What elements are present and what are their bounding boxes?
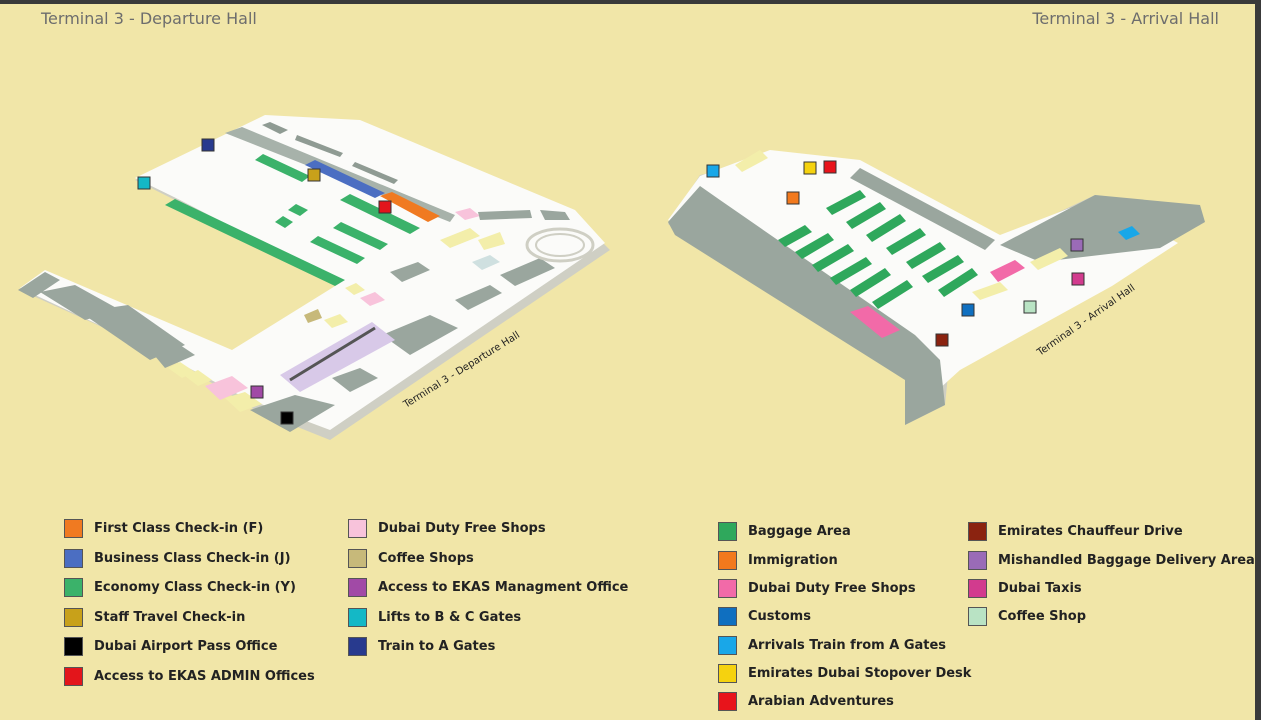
- departure-hall-map: Terminal 3 - Departure Hall: [18, 115, 610, 440]
- legend-item-duty-free: Dubai Duty Free Shops: [348, 517, 546, 539]
- legend-item-stopover-desk: Emirates Dubai Stopover Desk: [718, 662, 971, 684]
- legend-swatch: [718, 550, 737, 570]
- legend-swatch: [968, 578, 987, 598]
- legend-item-chauffeur-drive: Emirates Chauffeur Drive: [968, 520, 1183, 542]
- legend-item-coffee-shops: Coffee Shops: [348, 547, 474, 569]
- legend-item-lifts: Lifts to B & C Gates: [348, 606, 521, 628]
- legend-item-staff-travel: Staff Travel Check-in: [64, 606, 245, 628]
- arrival-hall-title: Terminal 3 - Arrival Hall: [1032, 9, 1219, 28]
- legend-swatch: [348, 636, 367, 656]
- legend-item-pass-office: Dubai Airport Pass Office: [64, 635, 277, 657]
- legend-item-arrival-duty-free: Dubai Duty Free Shops: [718, 577, 916, 599]
- legend-item-economy-class: Economy Class Check-in (Y): [64, 576, 296, 598]
- legend-swatch: [64, 548, 83, 568]
- legend-swatch: [348, 548, 367, 568]
- legend-swatch: [348, 577, 367, 597]
- legend-item-ekas-admin: Access to EKAS ADMIN Offices: [64, 665, 315, 687]
- terminal-maps: Terminal 3 - Departure Hall: [18, 115, 1205, 440]
- legend-item-coffee-shop: Coffee Shop: [968, 605, 1086, 627]
- legend-swatch: [718, 578, 737, 598]
- legend-item-arabian-adventures: Arabian Adventures: [718, 690, 894, 712]
- legend-item-mishandled-baggage: Mishandled Baggage Delivery Area: [968, 549, 1255, 571]
- legend-swatch: [64, 577, 83, 597]
- legend-swatch: [718, 691, 737, 711]
- departure-hall-title: Terminal 3 - Departure Hall: [41, 9, 257, 28]
- legend-item-arrivals-train: Arrivals Train from A Gates: [718, 634, 946, 656]
- legend-swatch: [718, 606, 737, 626]
- legend-item-business-class: Business Class Check-in (J): [64, 547, 291, 569]
- legend-swatch: [968, 606, 987, 626]
- legend-swatch: [348, 607, 367, 627]
- legend-item-customs: Customs: [718, 605, 811, 627]
- legend-swatch: [718, 663, 737, 683]
- legend-item-baggage-area: Baggage Area: [718, 520, 851, 542]
- legend-swatch: [64, 636, 83, 656]
- arrival-hall-map: Terminal 3 - Arrival Hall: [668, 150, 1205, 425]
- legend-swatch: [718, 521, 737, 541]
- top-border: [0, 0, 1261, 4]
- legend-swatch: [968, 550, 987, 570]
- legend-item-ekas-management: Access to EKAS Managment Office: [348, 576, 628, 598]
- legend-swatch: [968, 521, 987, 541]
- right-border: [1255, 0, 1261, 720]
- legend-item-immigration: Immigration: [718, 549, 838, 571]
- legend-swatch: [718, 635, 737, 655]
- legend-swatch: [348, 518, 367, 538]
- legend-item-dubai-taxis: Dubai Taxis: [968, 577, 1082, 599]
- legend-item-train-a-gates: Train to A Gates: [348, 635, 495, 657]
- legend-item-first-class: First Class Check-in (F): [64, 517, 263, 539]
- legend-swatch: [64, 666, 83, 686]
- legend-swatch: [64, 607, 83, 627]
- legend-swatch: [64, 518, 83, 538]
